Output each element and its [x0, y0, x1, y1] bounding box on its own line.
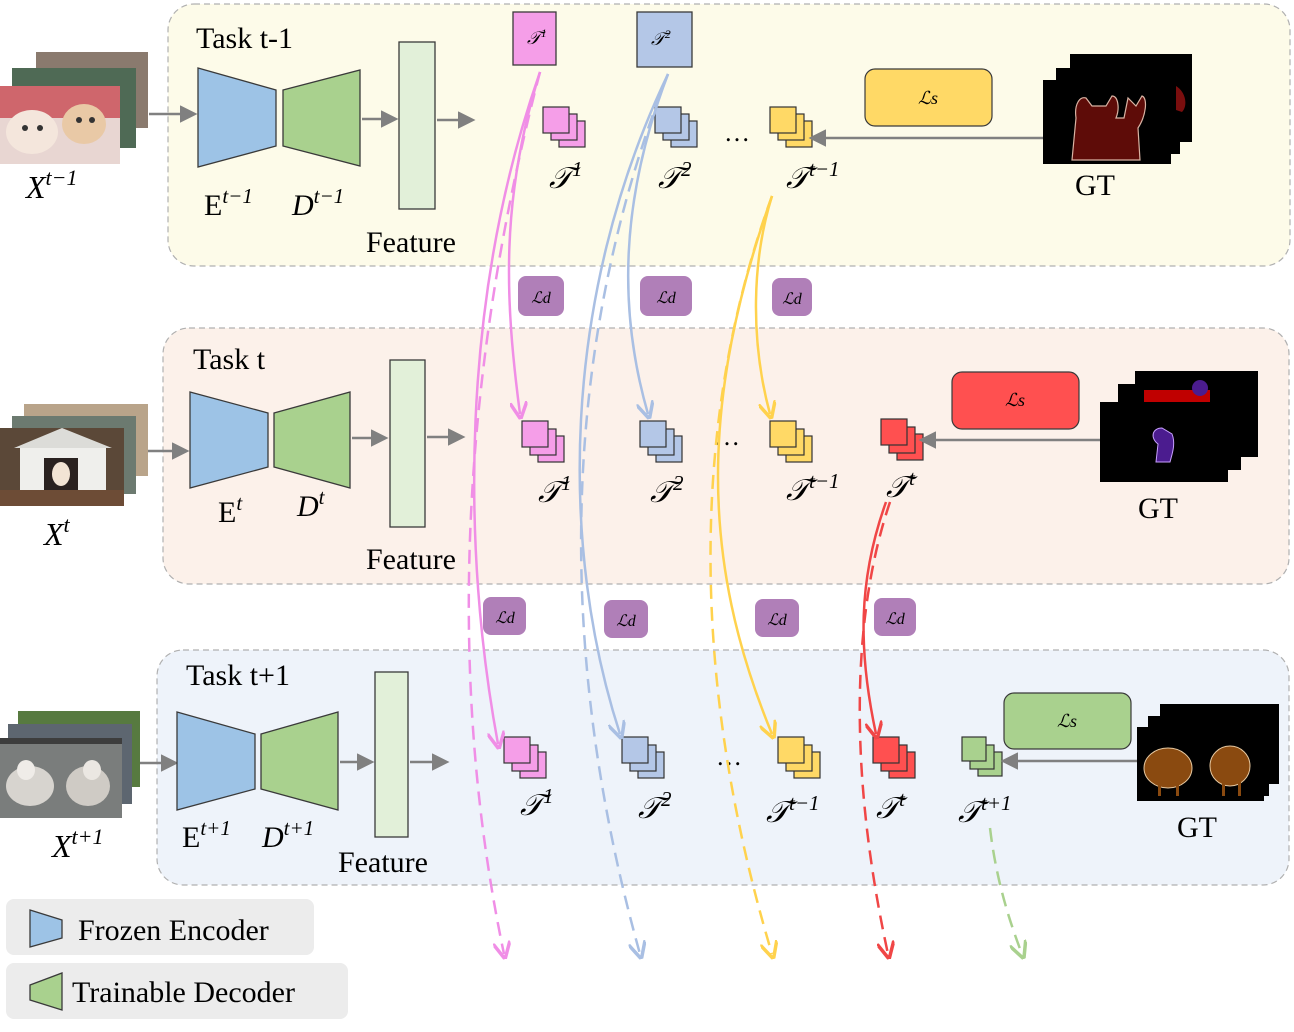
legend-frozen-encoder: Frozen Encoder — [6, 899, 314, 955]
head-stack-5-row3 — [961, 736, 1003, 777]
gt-label-t-minus-1: GT — [1075, 169, 1115, 202]
seg-loss-box-t-plus-1 — [1003, 692, 1132, 750]
task-title-t-minus-1: Task t-1 — [196, 22, 293, 55]
frozen-encoder-t — [189, 391, 269, 489]
svg-text:ℒd: ℒd — [616, 613, 637, 630]
head-label-3-row1: 𝒯t−1 — [786, 157, 840, 195]
head-label-2-row3: 𝒯2 — [638, 787, 672, 825]
feature-label-t-minus-1: Feature — [366, 226, 456, 259]
svg-text:ℒd: ℒd — [656, 290, 677, 307]
svg-text:ℒd: ℒd — [531, 290, 552, 307]
ground-truth-masks-t-plus-1 — [1137, 704, 1279, 801]
svg-text:ℒd: ℒd — [767, 612, 788, 629]
seg-loss-box-t-minus-1 — [864, 68, 993, 127]
legend-trainable-decoder: Trainable Decoder — [6, 963, 348, 1019]
head-stack-1-row1 — [542, 106, 586, 148]
input-label-t-minus-1: Xt−1 — [24, 165, 78, 205]
head-stack-1-row2 — [521, 420, 565, 463]
trainable-decoder-t — [273, 391, 351, 489]
decoder-label-t-plus-1: Dt+1 — [261, 816, 314, 854]
svg-text:…: … — [724, 118, 750, 147]
head-stack-2-row2 — [639, 420, 683, 463]
distill-loss-box-5: ℒd — [604, 600, 648, 638]
svg-text:ℒs: ℒs — [1057, 711, 1077, 731]
svg-text:ℒd: ℒd — [495, 610, 516, 627]
head-stack-3-row2 — [769, 420, 813, 463]
svg-text:Trainable Decoder: Trainable Decoder — [72, 976, 295, 1009]
input-images-t-plus-1 — [0, 711, 140, 818]
decoder-label-t-minus-1: Dt−1 — [291, 184, 344, 222]
encoder-label-t: Et — [218, 491, 243, 529]
frozen-encoder-t-plus-1 — [176, 711, 256, 811]
task-title-t-plus-1: Task t+1 — [186, 659, 290, 692]
head-stack-2-row3 — [621, 736, 665, 779]
frozen-encoder-t-minus-1 — [197, 67, 277, 168]
distill-loss-box-6: ℒd — [755, 599, 799, 637]
distill-loss-box-3: ℒd — [772, 278, 812, 316]
trainable-decoder-t-minus-1 — [282, 69, 361, 167]
prior-head-token-1 — [512, 11, 557, 66]
svg-text:ℒd: ℒd — [782, 291, 803, 308]
trainable-decoder-t-plus-1 — [260, 711, 339, 811]
prior-head-token-2 — [636, 11, 693, 68]
encoder-label-t-minus-1: Et−1 — [204, 184, 253, 222]
feature-label-t-plus-1: Feature — [338, 846, 428, 879]
decoder-label-t: Dt — [296, 485, 326, 523]
input-label-t: Xt — [42, 512, 71, 552]
distill-loss-box-1: ℒd — [518, 276, 564, 316]
svg-text:ℒs: ℒs — [918, 88, 938, 108]
gt-label-t-plus-1: GT — [1177, 811, 1217, 844]
feature-map-t-plus-1 — [374, 671, 409, 838]
head-stack-1-row3 — [503, 736, 547, 779]
distill-loss-box-7: ℒd — [874, 598, 916, 636]
head-stack-4-row3 — [872, 736, 916, 779]
feature-map-t — [389, 359, 426, 528]
gt-label-t: GT — [1138, 492, 1178, 525]
input-images-t — [0, 404, 148, 506]
input-images-t-minus-1 — [0, 52, 148, 164]
feature-map-t-minus-1 — [398, 41, 436, 210]
feature-label-t: Feature — [366, 543, 456, 576]
ground-truth-masks-t — [1100, 371, 1258, 482]
head-stack-2-row1 — [654, 106, 698, 148]
seg-loss-box-t — [951, 371, 1080, 430]
svg-text:ℒd: ℒd — [885, 611, 906, 628]
input-label-t-plus-1: Xt+1 — [50, 824, 104, 864]
encoder-label-t-plus-1: Et+1 — [182, 816, 231, 854]
svg-text:Frozen Encoder: Frozen Encoder — [78, 914, 269, 947]
ground-truth-masks-t-minus-1 — [1043, 54, 1192, 164]
distill-loss-box-2: ℒd — [640, 276, 692, 316]
head-stack-3-row3 — [777, 736, 821, 779]
task-title-t: Task t — [193, 343, 266, 376]
head-stack-3-row1 — [769, 106, 813, 148]
distill-loss-box-4: ℒd — [483, 597, 526, 635]
task-panel-t-minus-1 — [167, 3, 1291, 267]
svg-text:ℒs: ℒs — [1005, 390, 1025, 410]
